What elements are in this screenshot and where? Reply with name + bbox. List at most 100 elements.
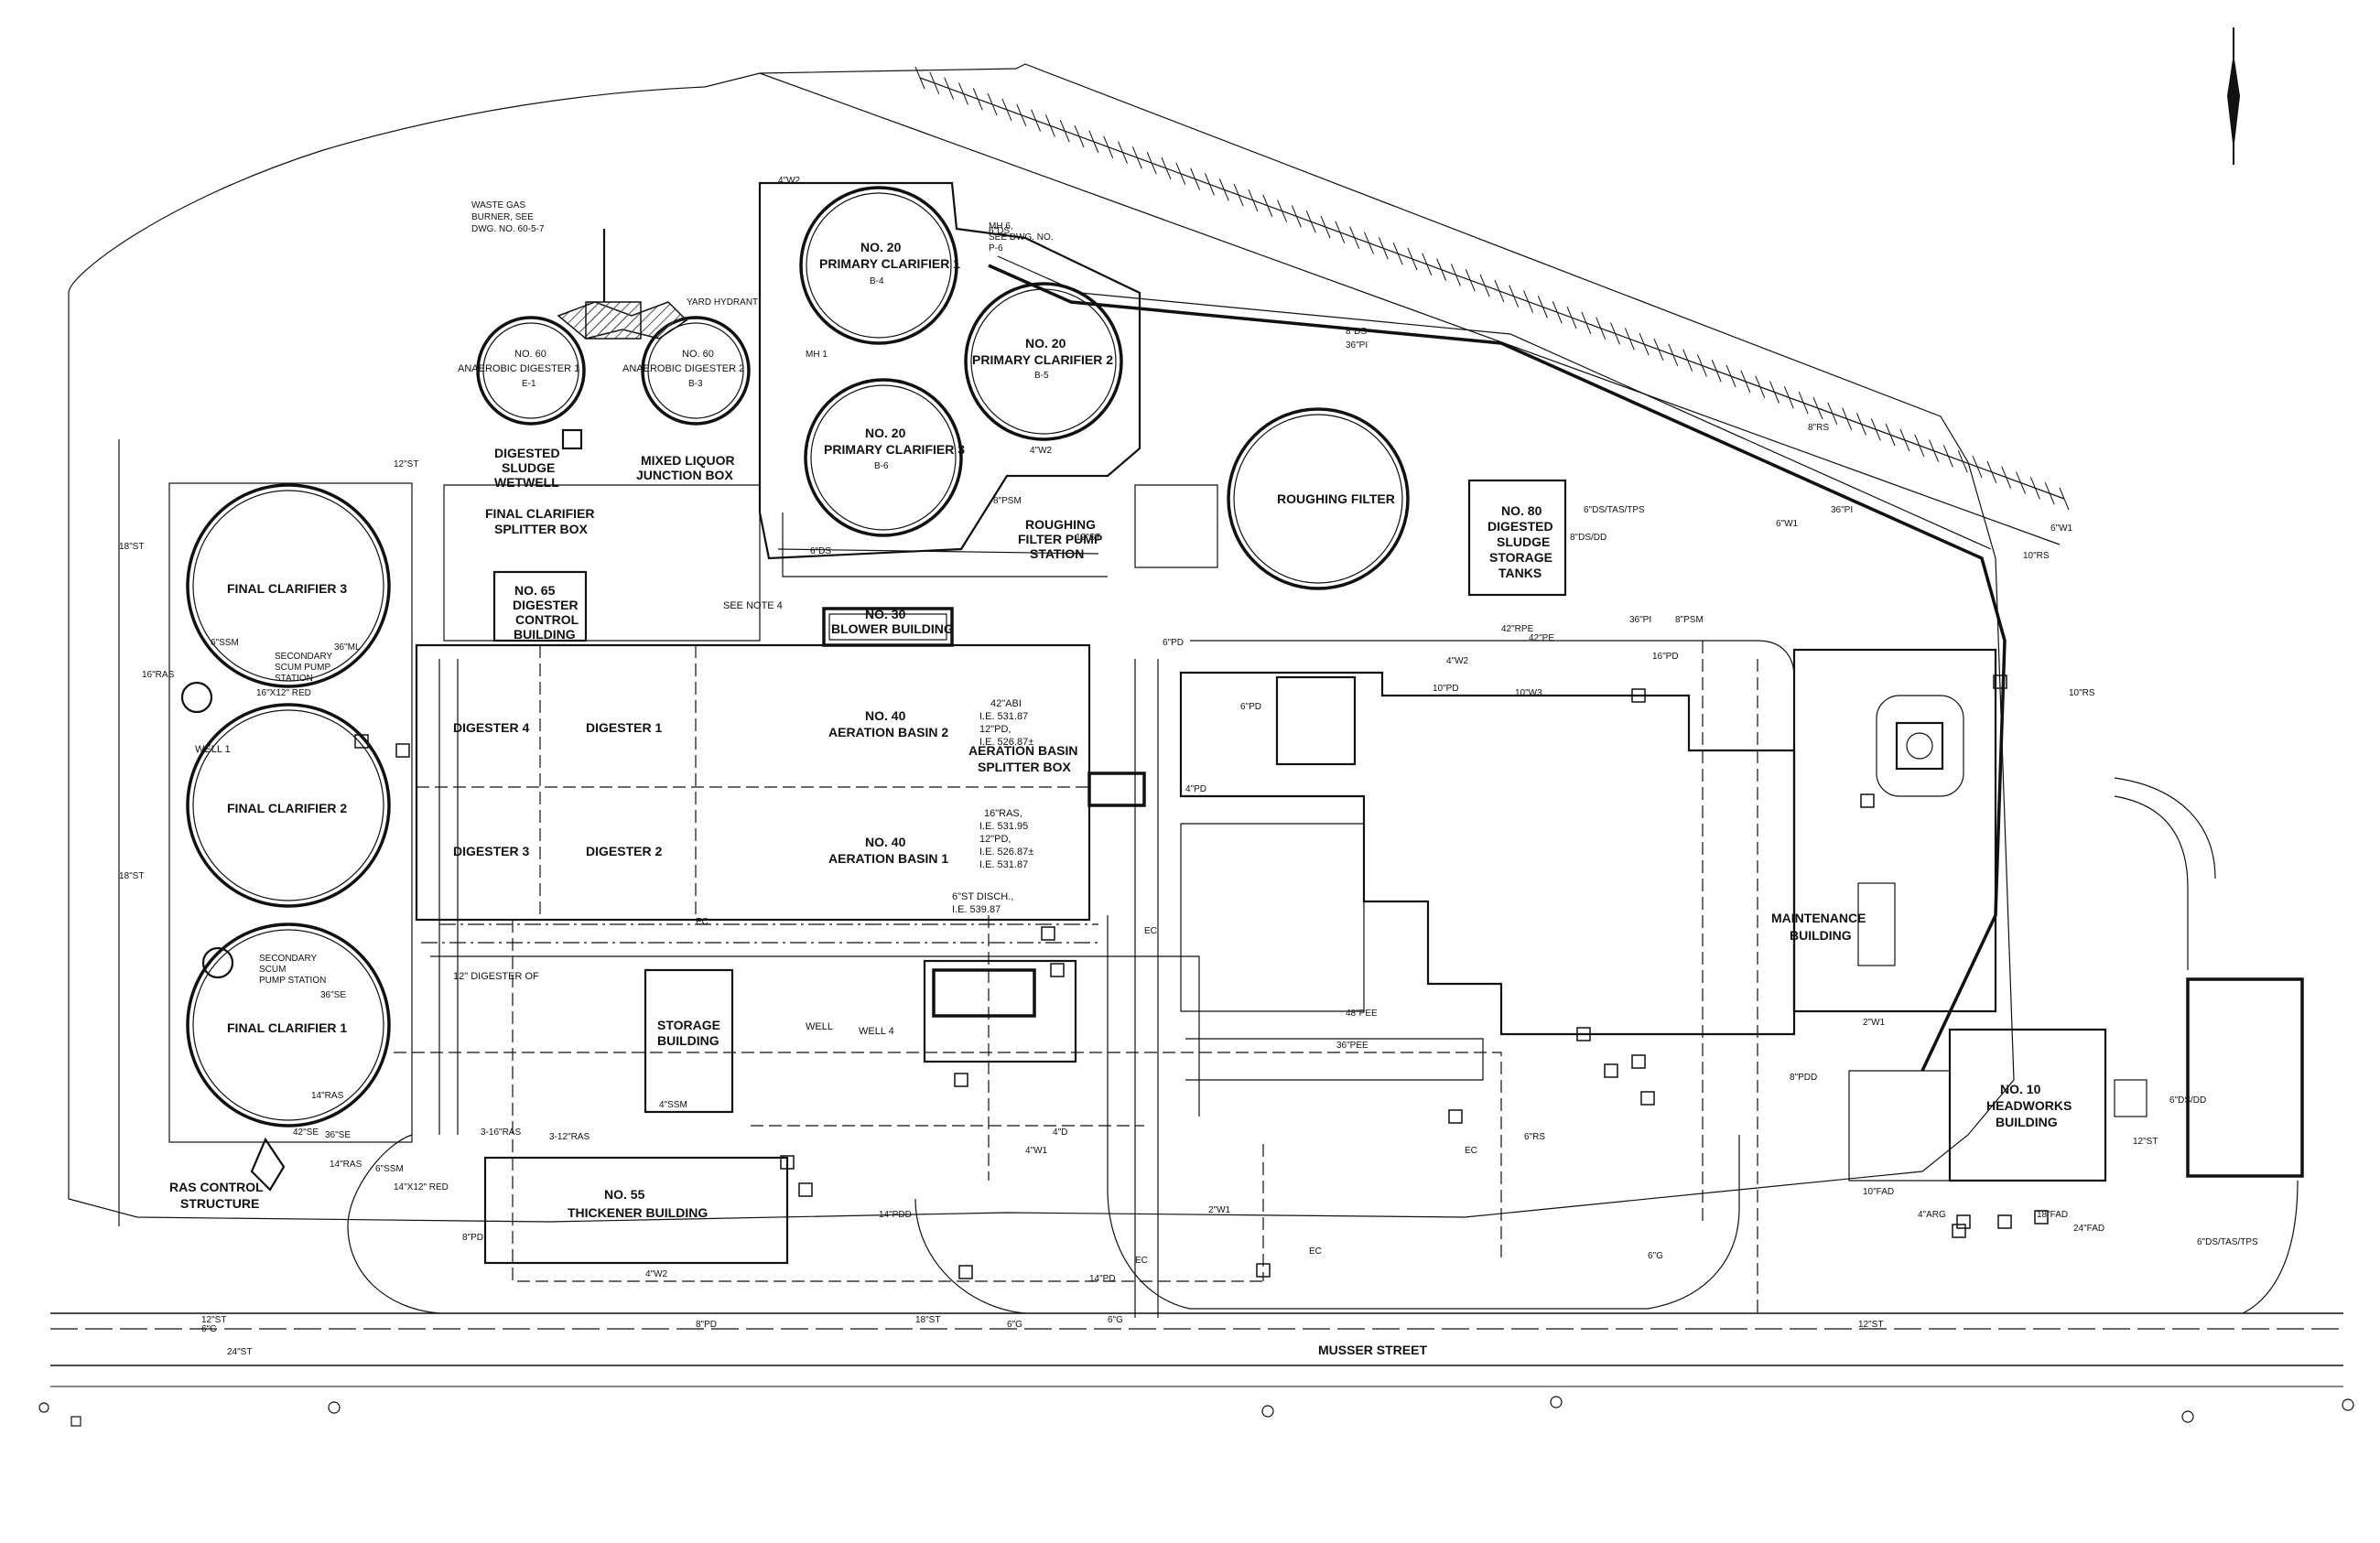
railroad-tie	[1711, 360, 1722, 383]
manhole-symbol	[954, 1073, 968, 1087]
digester-2-label: DIGESTER 2	[586, 844, 662, 858]
manhole-symbol	[354, 734, 369, 749]
pipe-tag: 36"PI	[1346, 340, 1368, 351]
pipe-tag: 2"W1	[1863, 1018, 1886, 1028]
pipe-tag: 16"PD	[1652, 652, 1679, 662]
pipe-tag: 36"ML	[334, 642, 361, 653]
sludge-tanks-label: NO. 80	[1501, 503, 1542, 518]
manhole-symbol	[1631, 1054, 1646, 1069]
north-arrow-icon: N	[2227, 27, 2243, 165]
railroad-tie	[1596, 317, 1606, 340]
railroad-tie	[1957, 450, 1968, 473]
railroad-tie	[1682, 349, 1693, 372]
pipe-tag: 6"SSM	[211, 638, 239, 648]
digester-control-label: CONTROL	[515, 612, 579, 627]
roughing-pump-label: STATION	[1030, 546, 1084, 561]
pipe-tag: 8"PDD	[1790, 1073, 1817, 1083]
pipe-tag: 36"PEE	[1336, 1041, 1368, 1051]
primary-2-name: PRIMARY CLARIFIER 2	[972, 352, 1113, 367]
pipe-note: I.E. 531.87	[979, 711, 1028, 722]
railroad-tie	[1639, 332, 1650, 356]
pipe-tag: 8"PD	[696, 1320, 717, 1330]
roughing-pump-label: FILTER PUMP	[1018, 532, 1102, 546]
railroad-tie	[1812, 396, 1823, 420]
pipe-tag: 4"ARG	[1918, 1210, 1946, 1220]
pipe-tag: 4"W2	[1030, 446, 1053, 456]
railroad-tie	[1103, 135, 1114, 158]
railroad-tie	[1552, 301, 1563, 324]
manhole-symbol	[1604, 1063, 1618, 1078]
primary-3-name: PRIMARY CLARIFIER 3	[824, 442, 965, 457]
railroad-tie	[1537, 296, 1548, 318]
digester-e2-num: NO. 60	[682, 349, 714, 360]
digester-1-label: DIGESTER 1	[586, 720, 662, 735]
ras-control-label: STRUCTURE	[180, 1196, 259, 1211]
pipe-tags: 4"W26"DS36"PI8"DS8"RS36"PI12"ST18"ST18"S…	[119, 176, 2258, 1357]
storage-label: BUILDING	[657, 1033, 719, 1048]
svg-text:N: N	[2233, 94, 2243, 101]
pipe-tag: 6"DS/TAS/TPS	[2197, 1237, 2258, 1247]
musser-street: MUSSER STREET	[50, 1312, 2343, 1387]
manhole-symbol	[1956, 1214, 1971, 1229]
railroad-tie	[1074, 124, 1085, 148]
wetwell-label: WETWELL	[494, 475, 559, 490]
site-boundary	[68, 63, 2070, 1223]
manhole-symbol	[1997, 1214, 2012, 1229]
pipe-tag: 6"G	[1108, 1315, 1123, 1325]
maintenance-building: MAINTENANCE BUILDING	[1771, 648, 1997, 1013]
sludge-tanks-label: TANKS	[1498, 566, 1542, 580]
pipe-network	[118, 255, 2299, 1318]
roughing-filter-label: ROUGHING FILTER	[1277, 491, 1395, 506]
railroad-tie	[1031, 109, 1042, 132]
manhole-symbol	[2034, 1210, 2049, 1225]
primary-3-tag: B-6	[874, 461, 889, 471]
pipe-tag: 6"G	[1648, 1251, 1663, 1261]
roughing-pump-label: ROUGHING	[1025, 517, 1096, 532]
sludge-tanks-label: STORAGE	[1489, 550, 1552, 565]
pipe-tag: 10"W3	[1515, 688, 1542, 698]
pipe-tag: 6"PD	[1240, 702, 1261, 712]
aeration-2-num: NO. 40	[865, 708, 906, 723]
manhole-symbol	[780, 1155, 795, 1170]
blower-label: NO. 30	[865, 607, 906, 621]
manhole-symbol	[1050, 963, 1065, 977]
railroad-tie	[1581, 311, 1592, 335]
railroad-tie	[1566, 306, 1577, 329]
pipe-tag: 24"FAD	[2073, 1224, 2104, 1234]
sludge-wetwell-area: DIGESTED SLUDGE WETWELL MIXED LIQUOR JUN…	[443, 428, 761, 642]
railroad-tie	[1407, 247, 1418, 271]
fc-splitter-label: SPLITTER BOX	[494, 522, 589, 536]
railroad-tie	[2059, 487, 2070, 511]
railroad-tie	[1335, 221, 1346, 244]
pipe-note: 12"PD,	[979, 724, 1011, 735]
splitter-label-2: SPLITTER BOX	[978, 760, 1072, 774]
ras-control-structure: RAS CONTROL STRUCTURE	[169, 1137, 286, 1211]
manhole-symbol	[1993, 674, 2007, 689]
railroad-tie	[1349, 226, 1360, 249]
pipe-tag: 6"G	[1007, 1320, 1022, 1330]
railroad-tie	[1914, 434, 1925, 457]
pipe-tag: 24"ST	[227, 1347, 252, 1357]
railroad-tie	[1509, 285, 1520, 308]
digester-of-label: 12" DIGESTER OF	[453, 971, 539, 982]
pipe-tag: 48"PEE	[1346, 1009, 1378, 1019]
secondary-pump-label: SCUM PUMP	[275, 663, 330, 673]
waste-gas-label: WASTE GAS	[471, 200, 525, 210]
railroad-tie	[1204, 173, 1215, 196]
railroad-tie	[1146, 151, 1157, 175]
railroad-tie	[972, 88, 983, 111]
railroad-tie	[1436, 258, 1447, 281]
storage-building: STORAGE BUILDING WELL 4 WELL 12" DIGESTE…	[453, 959, 1077, 1114]
pipe-tag: EC	[1309, 1246, 1322, 1257]
railroad-tie	[1972, 455, 1983, 479]
pipe-tag: 6"W1	[1776, 519, 1799, 529]
primary-2-tag: B-5	[1034, 371, 1049, 381]
headworks-label-1: NO. 10	[2000, 1082, 2041, 1096]
railroad-tie	[958, 82, 968, 105]
pipe-tag: 3-12"RAS	[549, 1132, 590, 1142]
railroad-tie	[1842, 407, 1853, 430]
primary-1-name: PRIMARY CLARIFIER 1	[819, 256, 960, 271]
railroad-tie	[1131, 146, 1142, 169]
primary-clarifiers: NO. 20 PRIMARY CLARIFIER 1 B-4 NO. 20 PR…	[758, 181, 1141, 560]
